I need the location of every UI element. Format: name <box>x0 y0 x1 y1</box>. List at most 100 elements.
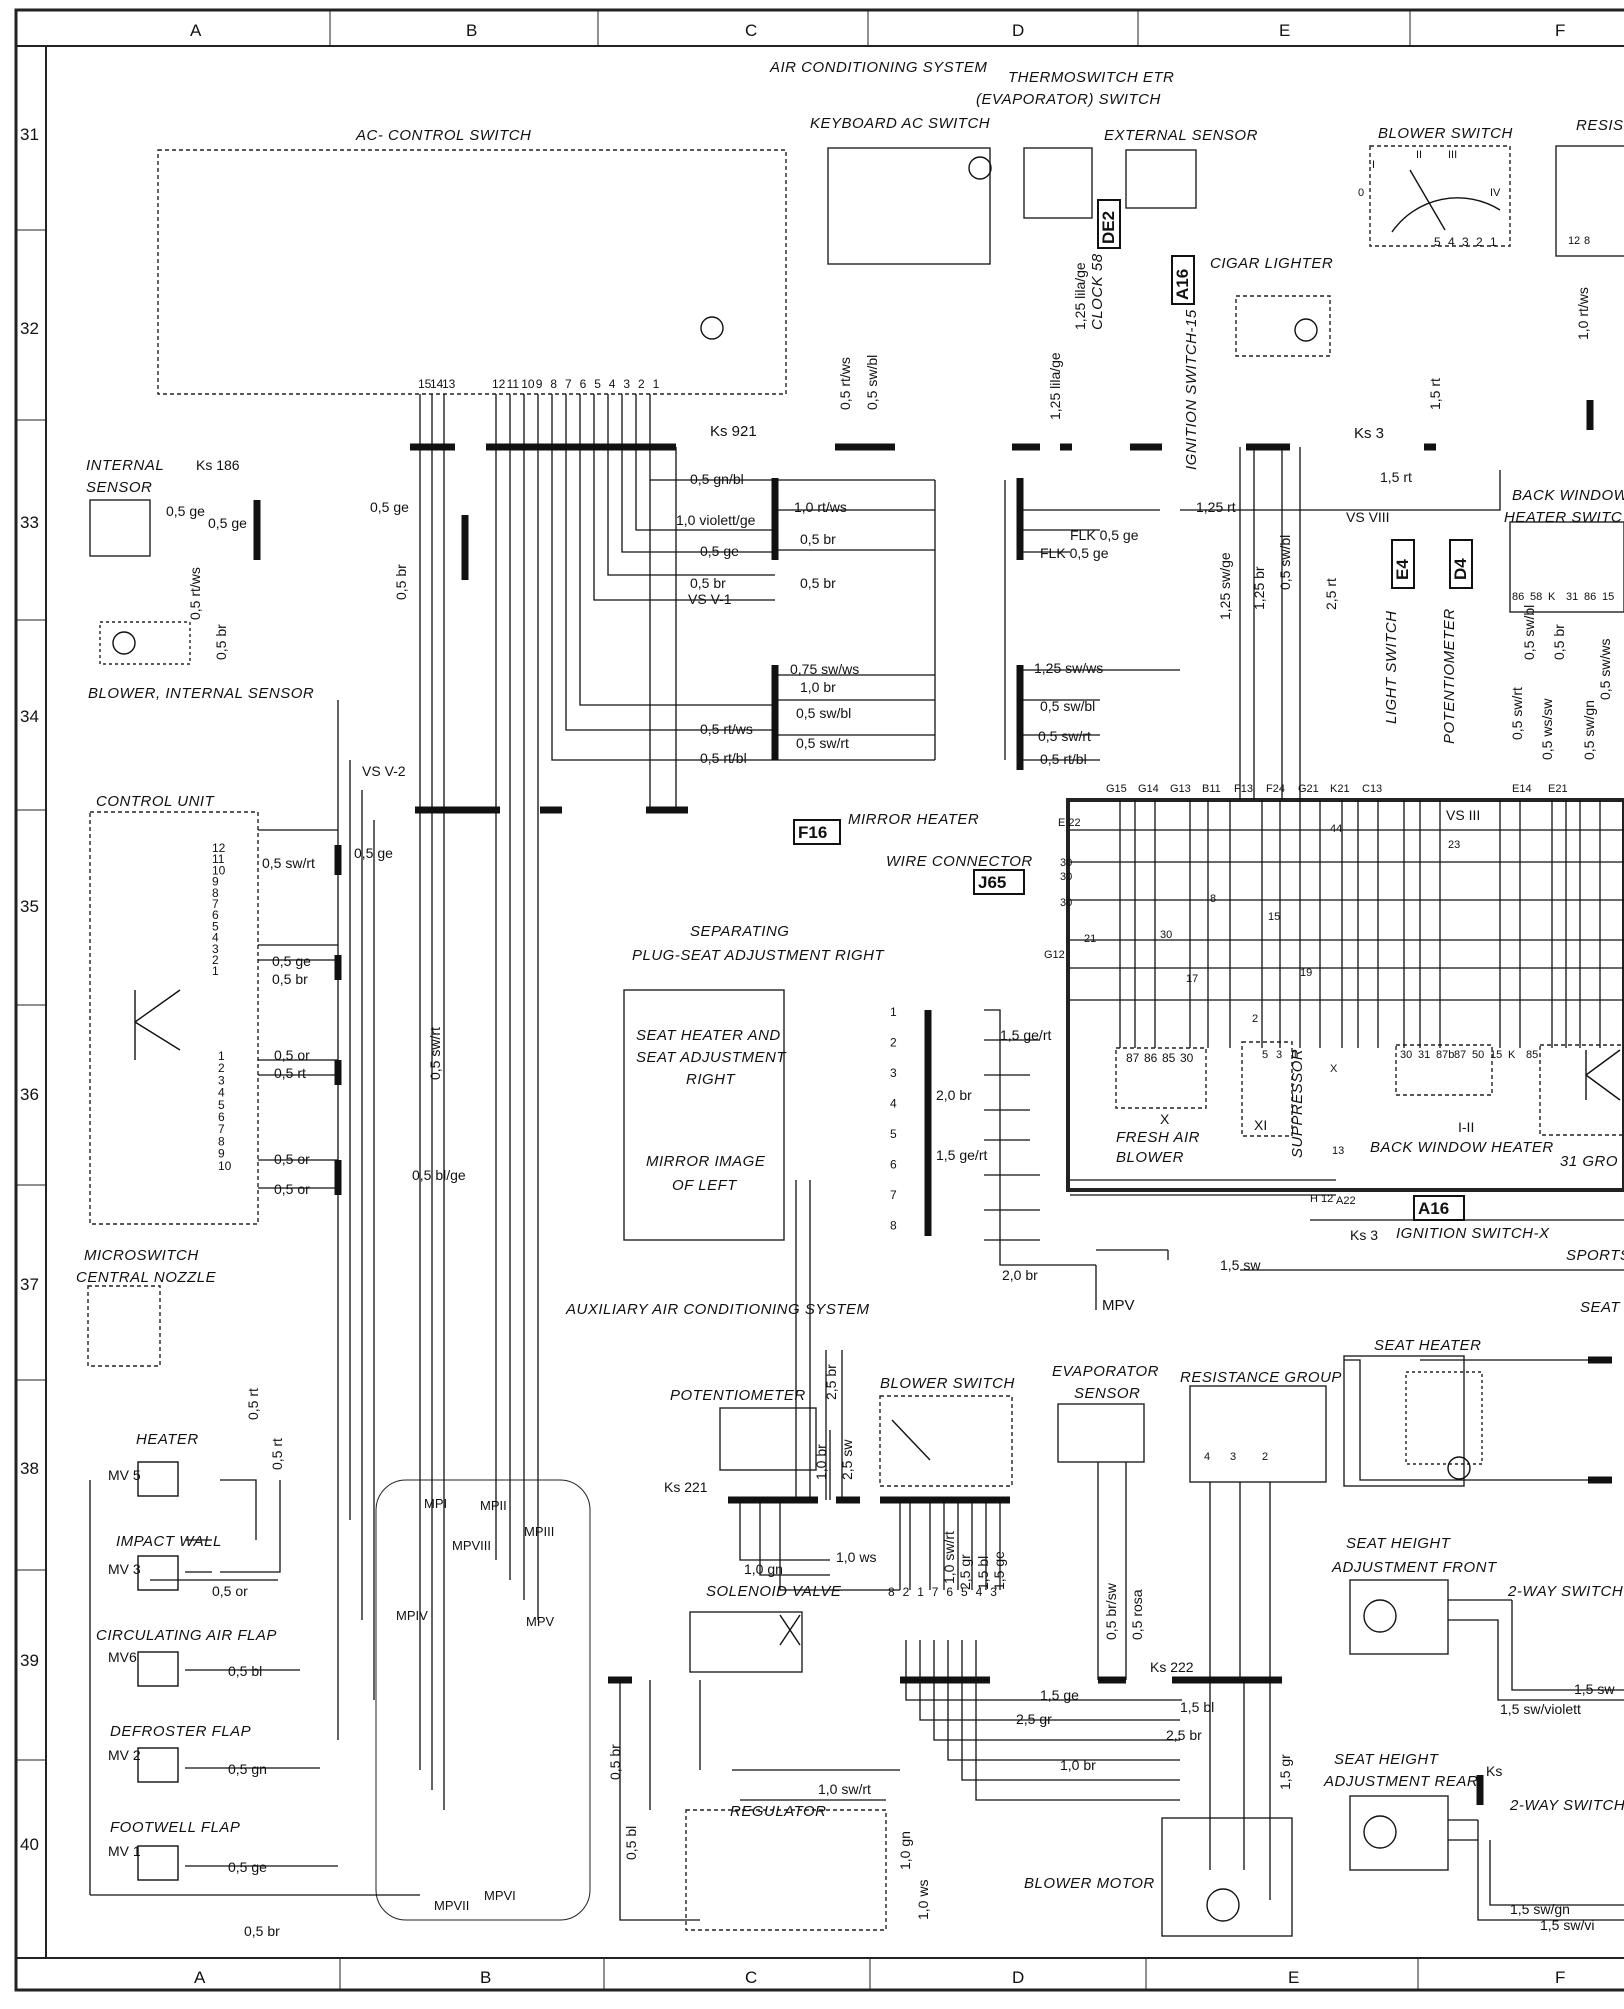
ref-j65: J65 <box>978 873 1006 892</box>
wires <box>89 394 1624 1921</box>
connector-label: FLK 0,5 ge <box>1040 545 1109 561</box>
misc-pin-label: 2 <box>1574 235 1580 247</box>
wire-connector-pin: C13 <box>1362 783 1382 795</box>
label-keyboard-ac-switch: KEYBOARD AC SWITCH <box>810 115 990 132</box>
wire-label: 1,25 sw/ge <box>1217 552 1233 620</box>
label-suppressor: SUPPRESSOR <box>1289 1049 1306 1158</box>
col-label-d-bottom: D <box>1012 1968 1024 1987</box>
row-label-33: 33 <box>20 513 39 532</box>
label-two-way-switch-rear: 2-WAY SWITCH <box>1509 1797 1624 1814</box>
wire-connector-pin: G13 <box>1170 783 1191 795</box>
col-label-c: C <box>745 21 757 40</box>
seat-plug-pin: 6 <box>890 1158 897 1172</box>
misc-pin-label: 8 <box>1210 893 1216 905</box>
car-point-mpiv: MPIV <box>396 1608 428 1623</box>
label-separating: SEPARATING <box>690 923 789 940</box>
control-unit-pin: 7 <box>218 1122 225 1136</box>
control-unit-pin: 8 <box>212 886 219 900</box>
label-seat: SEAT <box>1580 1299 1621 1316</box>
label-gro: 31 GRO <box>1560 1153 1618 1170</box>
frame <box>14 8 1624 1992</box>
row-label-32: 32 <box>20 319 39 338</box>
label-thermoswitch: THERMOSWITCH ETR <box>1008 69 1174 86</box>
label-plug-seat-adjustment: PLUG-SEAT ADJUSTMENT RIGHT <box>632 947 886 964</box>
misc-pin-label: 5 <box>1262 1049 1268 1061</box>
wire-label: 0,5 rt/ws <box>700 721 753 737</box>
ref-e4: E4 <box>1393 559 1412 580</box>
label-control-unit: CONTROL UNIT <box>96 793 216 810</box>
wire-label: 0,5 gn <box>228 1761 267 1777</box>
label-blower-motor: BLOWER MOTOR <box>1024 1875 1155 1892</box>
car-point-mpvii: MPVII <box>434 1898 469 1913</box>
wire-label: 0,5 sw/gn <box>1581 700 1597 760</box>
wire-label: 1,25 sw/ws <box>1034 660 1103 676</box>
misc-pin-label: 19 <box>1300 967 1312 979</box>
reference-box-labels: DE2 A16 E4 D4 F16 J65 A16 <box>798 211 1470 1218</box>
wire-label: 1,25 br <box>1251 566 1267 610</box>
misc-pin-label: 8 <box>1584 235 1590 247</box>
wire-label: 0,5 ge <box>228 1859 267 1875</box>
label-light-switch: LIGHT SWITCH <box>1383 611 1400 725</box>
cigar-lighter-lamp-icon <box>1294 318 1318 342</box>
aux-plug-pin: 4 <box>976 1585 983 1599</box>
label-regulator: REGULATOR <box>730 1803 826 1820</box>
label-ac-control-switch: AC- CONTROL SWITCH <box>355 127 531 144</box>
wire-label: 0,5 or <box>274 1151 310 1167</box>
seat-plug-pin: 1 <box>890 1005 897 1019</box>
misc-pin-label: 15 <box>1268 911 1280 923</box>
control-unit-pin: 9 <box>212 875 219 889</box>
label-right: RIGHT <box>686 1071 737 1088</box>
back-window-switch-pin: K <box>1548 591 1556 603</box>
wire-label: 0,5 br <box>272 971 308 987</box>
misc-pin-label: I <box>1372 159 1375 171</box>
wire-label: 2,5 gr <box>957 1554 973 1590</box>
control-unit-pin: 12 <box>212 841 226 855</box>
wire-label: 0,5 sw/bl <box>1277 535 1293 590</box>
wire-label: 0,5 rt/ws <box>187 567 203 620</box>
wire-label: 1,5 ge/rt <box>936 1147 987 1163</box>
connector-label: FLK 0,5 ge <box>1070 527 1139 543</box>
misc-pin-label: 0 <box>1358 187 1364 199</box>
control-unit-pin: 5 <box>212 919 219 933</box>
misc-pin-label: 1 <box>1292 1049 1298 1061</box>
grid-labels: A B C D E F A B C D E F 31 32 33 34 35 3… <box>20 21 1565 1987</box>
ac-switch-pin: 5 <box>594 377 601 391</box>
wire-label: 0,5 or <box>274 1047 310 1063</box>
back-window-heater-pin: K <box>1508 1049 1516 1061</box>
wire-label: 0,5 rosa <box>1129 1589 1145 1640</box>
blower-switch-pin: 3 <box>1462 235 1469 249</box>
col-label-a: A <box>190 21 202 40</box>
wire-label: 1,0 ws <box>836 1549 876 1565</box>
misc-pin-label: 2 <box>1262 1451 1268 1463</box>
car-point-mpv: MPV <box>526 1614 555 1629</box>
ac-switch-pin: 14 <box>430 377 444 391</box>
back-window-heater-pin: 50 <box>1472 1049 1484 1061</box>
wire-label: 1,0 gn <box>897 1831 913 1870</box>
ac-switch-pin: 6 <box>580 377 587 391</box>
wire-label: 1,5 sw/violett <box>1500 1701 1581 1717</box>
wire-connector-pin: F13 <box>1234 783 1253 795</box>
fresh-air-relay-pin: 85 <box>1162 1051 1176 1065</box>
misc-pin-label: 30 <box>1060 857 1072 869</box>
label-ignition-switch-15: IGNITION SWITCH-15 <box>1183 309 1200 470</box>
blower-switch-pin: 5 <box>1434 235 1441 249</box>
wire-label: 0,5 br <box>607 1744 623 1780</box>
wire-label: 0,5 br/sw <box>1103 1582 1119 1640</box>
back-window-heater-pin: 30 <box>1400 1049 1412 1061</box>
wire-label: 1,25 lila/ge <box>1072 262 1088 330</box>
misc-pin-label: G12 <box>1044 949 1065 961</box>
label-adjustment-front: ADJUSTMENT FRONT <box>1331 1559 1498 1576</box>
connector-label: VS III <box>1446 807 1480 823</box>
wire-label: 2,5 br <box>1166 1727 1202 1743</box>
wire-label: 0,5 sw/rt <box>262 855 315 871</box>
seat-height-front-motor-icon <box>1363 1599 1397 1633</box>
misc-pin-label: 21 <box>1084 933 1096 945</box>
wire-label: 1,5 rt <box>1427 378 1443 410</box>
wire-label: 0,5 ge <box>700 543 739 559</box>
car-point-mpi: MPI <box>424 1496 447 1511</box>
ref-a16-bottom: A16 <box>1418 1199 1449 1218</box>
seat-plug-pin: 7 <box>890 1188 897 1202</box>
label-evaporator: EVAPORATOR <box>1052 1363 1159 1380</box>
